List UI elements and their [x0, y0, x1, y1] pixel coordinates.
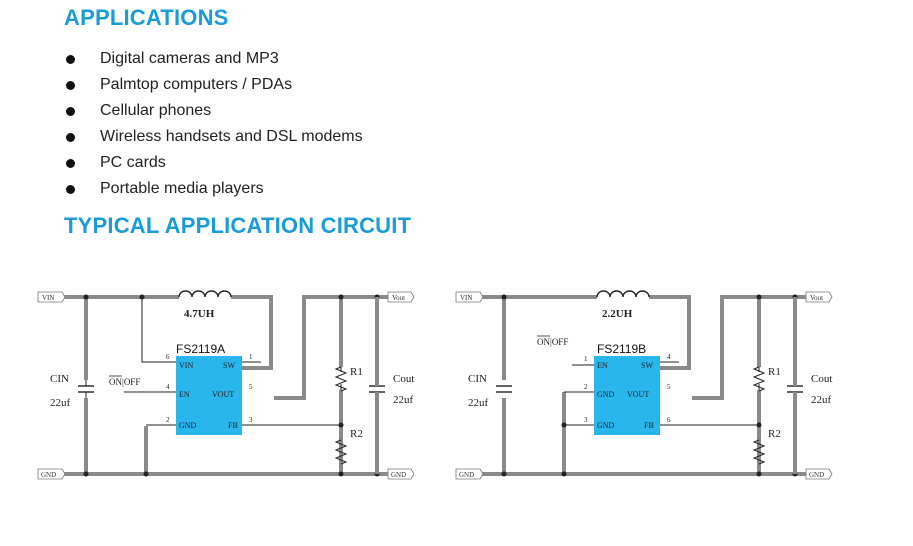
list-item-label: Wireless handsets and DSL modems	[100, 128, 363, 145]
inductor-value: 2.2UH	[602, 308, 633, 320]
r2-label: R2	[768, 428, 781, 440]
bullet-icon	[66, 80, 75, 90]
chip-name: FS2119B	[597, 342, 646, 356]
cout-label: Cout	[811, 373, 832, 385]
cout-value: 22uf	[811, 394, 832, 406]
list-item: Digital cameras and MP3	[64, 46, 363, 72]
cout-value: 22uf	[393, 394, 414, 406]
pin-number: 1	[249, 353, 253, 361]
terminal-vin: VIN	[37, 291, 66, 303]
r1-label: R1	[350, 366, 363, 378]
junction-dots	[83, 294, 380, 477]
cin-value: 22uf	[50, 397, 71, 409]
cout-capacitor	[369, 297, 385, 474]
cin-capacitor	[78, 380, 94, 398]
svg-text:VIN: VIN	[42, 294, 54, 302]
pin-number: 5	[249, 383, 253, 391]
pin-number: 3	[249, 416, 253, 424]
cin-label: CIN	[50, 373, 69, 385]
power-bus-wires	[482, 295, 806, 476]
terminal-gnd-right: GND	[805, 468, 833, 480]
pin-en: EN	[597, 361, 608, 370]
svg-text:GND: GND	[809, 471, 824, 479]
chip-fs2119b	[594, 356, 660, 435]
pin-fb: FB	[228, 421, 238, 430]
svg-text:VIN: VIN	[460, 294, 472, 302]
bullet-icon	[66, 132, 75, 142]
pin-fb: FB	[644, 421, 654, 430]
bullet-icon	[66, 54, 75, 64]
cin-capacitor	[496, 385, 512, 393]
pin-sw: SW	[641, 361, 653, 370]
pin-gnd: GND	[179, 421, 197, 430]
pin-vout: VOUT	[627, 390, 649, 399]
terminal-vout: Vout	[805, 291, 833, 303]
cout-label: Cout	[393, 373, 414, 385]
pin-number: 4	[166, 383, 170, 391]
svg-text:Vout: Vout	[810, 294, 823, 302]
r2-label: R2	[350, 428, 363, 440]
pin-gnd: GND	[597, 421, 615, 430]
chip-name: FS2119A	[176, 342, 225, 356]
signal-wires	[124, 297, 342, 426]
list-item: Palmtop computers / PDAs	[64, 72, 363, 98]
list-item-label: Portable media players	[100, 180, 264, 197]
pin-vin: VIN	[179, 361, 193, 370]
signal-wires	[564, 361, 760, 426]
circuit-diagram-b: 2.2UH CIN 22uf Cout 22uf R1 R2 ON|OFF FS…	[455, 290, 833, 480]
resistor-r1	[752, 366, 766, 392]
pin-number: 6	[667, 416, 671, 424]
pin-en: EN	[179, 390, 190, 399]
svg-text:Vout: Vout	[392, 294, 405, 302]
terminal-vout: Vout	[387, 291, 415, 303]
pin-number: 2	[584, 383, 588, 391]
cin-label: CIN	[468, 373, 487, 385]
circuit-diagram-a: 4.7UH CIN 22uf Cout 22uf R1 R2 ON|OFF FS…	[37, 290, 415, 480]
resistor-r2	[334, 439, 348, 465]
on-off-label: ON|OFF	[537, 337, 568, 347]
pin-number: 2	[166, 416, 170, 424]
pin-gnd: GND	[597, 390, 615, 399]
resistor-r2	[752, 439, 766, 465]
on-off-label: ON|OFF	[109, 377, 140, 387]
list-item-label: Digital cameras and MP3	[100, 50, 279, 67]
cin-value: 22uf	[468, 397, 489, 409]
inductor-coil	[596, 290, 650, 298]
resistor-r1	[334, 366, 348, 392]
list-item-label: Palmtop computers / PDAs	[100, 76, 293, 93]
circuit-heading: TYPICAL APPLICATION CIRCUIT	[64, 213, 412, 238]
pin-vout: VOUT	[212, 390, 234, 399]
cout-capacitor	[787, 297, 803, 474]
applications-list: Digital cameras and MP3 Palmtop computer…	[64, 46, 363, 202]
bullet-icon	[66, 158, 75, 168]
list-item: Portable media players	[64, 176, 363, 202]
list-item: PC cards	[64, 150, 363, 176]
inductor-value: 4.7UH	[184, 308, 215, 320]
svg-text:GND: GND	[391, 471, 406, 479]
terminal-gnd-left: GND	[455, 468, 484, 480]
terminal-gnd-right: GND	[387, 468, 415, 480]
pin-number: 3	[584, 416, 588, 424]
list-item-label: PC cards	[100, 154, 166, 171]
terminal-gnd-left: GND	[37, 468, 66, 480]
pin-number: 6	[166, 353, 170, 361]
pin-number: 5	[667, 383, 671, 391]
bullet-icon	[66, 184, 75, 194]
list-item: Wireless handsets and DSL modems	[64, 124, 363, 150]
svg-text:GND: GND	[459, 471, 474, 479]
pin-number: 4	[667, 353, 671, 361]
applications-heading: APPLICATIONS	[64, 5, 229, 30]
inductor-coil	[178, 290, 232, 298]
bullet-icon	[66, 106, 75, 116]
pin-sw: SW	[223, 361, 235, 370]
terminal-vin: VIN	[455, 291, 484, 303]
svg-text:GND: GND	[41, 471, 56, 479]
r1-label: R1	[768, 366, 781, 378]
pin-number: 1	[584, 355, 588, 363]
list-item-label: Cellular phones	[100, 102, 212, 119]
chip-fs2119a	[176, 356, 242, 435]
list-item: Cellular phones	[64, 98, 363, 124]
power-bus-wires	[64, 295, 388, 476]
